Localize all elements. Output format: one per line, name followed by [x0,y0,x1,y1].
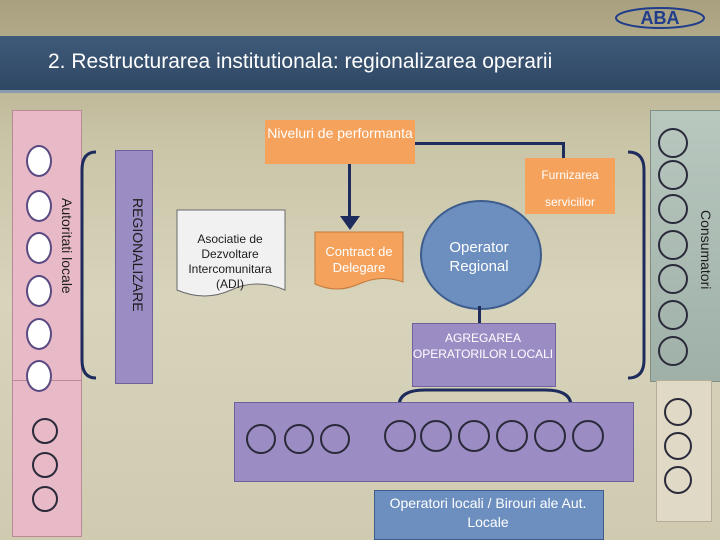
consumer-circle [658,336,688,366]
operator-circle [384,420,416,452]
page-title: 2. Restructurarea institutionala: region… [48,50,553,73]
furnizarea-label-1: Furnizarea [541,168,599,182]
operator-circle [458,420,490,452]
operator-circle [246,424,276,454]
title-bar [0,36,720,93]
contract-shape [314,231,404,290]
left-bracket [80,150,97,380]
right-bracket [627,150,646,380]
authority-pill [26,145,52,177]
niveluri-label: Niveluri de performanta [267,125,413,141]
agregarea-label: AGREGAREA OPERATORILOR LOCALI [412,331,554,361]
authority-circle [32,452,58,478]
consumatori-anchor: Consumatori [698,210,715,289]
arrow-right-line [415,142,565,145]
authority-circle [32,486,58,512]
adi-label: Asociatie de Dezvoltare Intercomunitara … [188,232,272,291]
operator-regional-label: Operator Regional [449,239,509,275]
authority-pill [26,275,52,307]
authority-pill [26,232,52,264]
adi-shape [176,209,286,297]
furnizarea-box [525,158,615,214]
authority-pill [26,360,52,392]
contract-label: Contract de Delegare [325,244,393,275]
aba-logo-icon: ABA [615,7,705,29]
arrow-agregarea-line [478,306,481,324]
consumer-circle [664,398,692,426]
operator-circle [284,424,314,454]
arrow-furnizarea-line [562,142,565,162]
consumer-circle [658,300,688,330]
autoritati-label-box: Autoritati locale [55,198,77,308]
consumer-circle [658,264,688,294]
arrow-down-line [348,164,351,220]
operatori-locali-box [374,490,604,540]
operator-circle [420,420,452,452]
regionalizare-label: REGIONALIZARE [130,198,146,312]
niveluri-box [265,120,415,164]
regionalizare-anchor: REGIONALIZARE [130,198,147,312]
consumer-circle [664,466,692,494]
agregarea-brace [397,388,573,407]
svg-text:ABA: ABA [641,8,680,28]
authority-pill [26,318,52,350]
authority-circle [32,418,58,444]
consumer-circle [664,432,692,460]
authority-pill [26,190,52,222]
agregarea-box [412,323,556,387]
operator-circle [320,424,350,454]
operator-circle [496,420,528,452]
regionalizare-column [115,150,153,384]
operator-circle [534,420,566,452]
furnizarea-label-2: serviciilor [544,195,595,209]
consumer-circle [658,194,688,224]
operator-circle [572,420,604,452]
autoritati-label: Autoritati locale [59,198,75,294]
consumer-circle [658,230,688,260]
consumer-circle [658,128,688,158]
operatori-locali-label: Operatori locali / Birouri ale Aut. Loca… [389,495,587,530]
operator-regional-circle [420,200,542,310]
consumer-circle [658,160,688,190]
consumatori-label: Consumatori [698,210,714,290]
arrow-down-head [340,216,360,230]
